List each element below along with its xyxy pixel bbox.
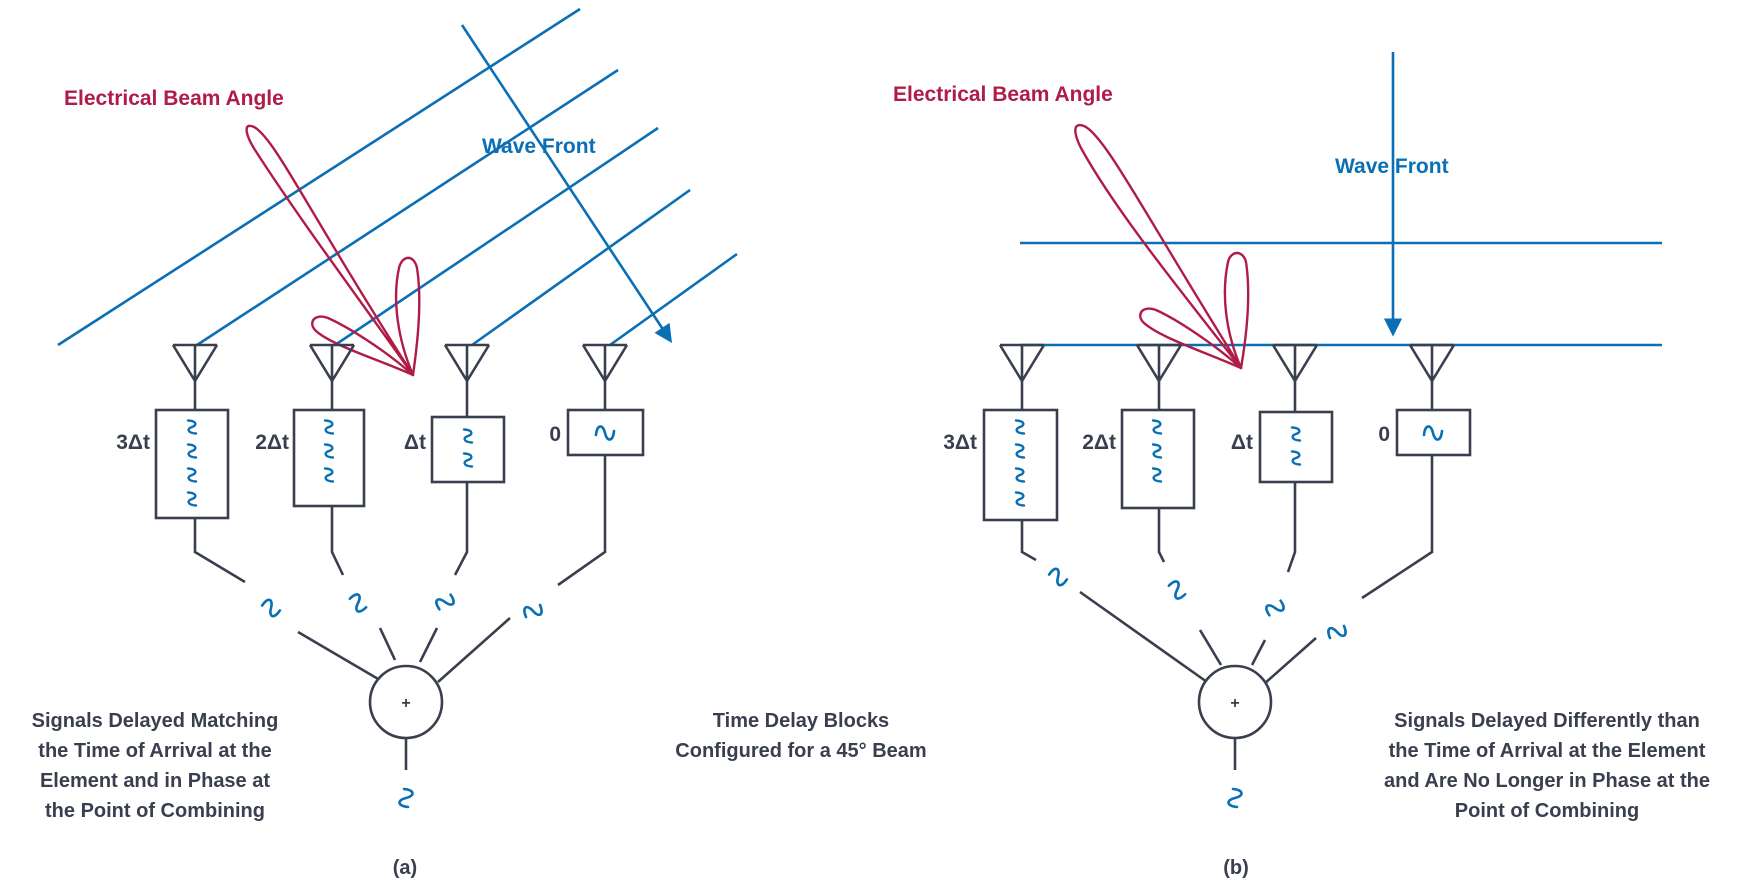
panel-a: 3Δt 2Δt Δt 0 + Electrical Beam Angle bbox=[32, 7, 738, 879]
wave-front-label-a: Wave Front bbox=[482, 135, 596, 158]
center-note: Time Delay Blocks Configured for a 45° B… bbox=[675, 710, 926, 762]
antenna-icon bbox=[1408, 343, 1456, 383]
center-note-line: Configured for a 45° Beam bbox=[675, 740, 926, 762]
note-a-line: the Time of Arrival at the bbox=[38, 740, 271, 762]
antenna-icon bbox=[1135, 343, 1183, 383]
delay-label-2dt: 2Δt bbox=[1082, 431, 1116, 454]
center-note-line: Time Delay Blocks bbox=[713, 710, 889, 732]
beam-angle-label-a: Electrical Beam Angle bbox=[64, 87, 284, 110]
note-a-line: Element and in Phase at bbox=[40, 770, 270, 792]
note-a-line: the Point of Combining bbox=[45, 800, 265, 822]
caption-b: (b) bbox=[1223, 857, 1249, 879]
feed-lines-b bbox=[1020, 381, 1434, 412]
delay-blocks-b bbox=[982, 408, 1472, 522]
wave-front-label-b: Wave Front bbox=[1335, 155, 1449, 178]
note-a-line: Signals Delayed Matching bbox=[32, 710, 279, 732]
delay-label-0: 0 bbox=[1378, 423, 1390, 446]
caption-a: (a) bbox=[393, 857, 417, 879]
delay-label-2dt: 2Δt bbox=[255, 431, 289, 454]
delay-label-3dt: 3Δt bbox=[943, 431, 977, 454]
path-sines-b bbox=[1045, 565, 1350, 809]
delay-label-dt: Δt bbox=[1231, 431, 1253, 454]
combiner-network-b bbox=[1020, 455, 1434, 770]
delay-label-0: 0 bbox=[549, 423, 561, 446]
delay-block-dt bbox=[430, 415, 506, 484]
combiner-plus-b: + bbox=[1230, 695, 1239, 712]
note-a: Signals Delayed Matching the Time of Arr… bbox=[32, 710, 279, 822]
delay-label-3dt: 3Δt bbox=[116, 431, 150, 454]
delay-block-3dt bbox=[982, 408, 1059, 522]
wave-front-lines-a bbox=[57, 7, 738, 347]
combiner-network-a bbox=[193, 455, 607, 770]
delay-label-dt: Δt bbox=[404, 431, 426, 454]
combiner-plus-a: + bbox=[401, 695, 410, 712]
antenna-icon bbox=[308, 343, 356, 383]
beam-angle-label-b: Electrical Beam Angle bbox=[893, 83, 1113, 106]
wave-front-lines-b bbox=[1020, 241, 1662, 347]
note-b-line: the Time of Arrival at the Element bbox=[1389, 740, 1706, 762]
propagation-arrow-a bbox=[460, 24, 673, 344]
combiner-node-b bbox=[1197, 664, 1273, 740]
beam-pattern-a bbox=[245, 124, 421, 377]
beam-pattern-b bbox=[1074, 123, 1250, 370]
antenna-icon bbox=[581, 343, 629, 383]
note-b-line: and Are No Longer in Phase at the bbox=[1384, 770, 1710, 792]
feed-lines-a bbox=[193, 381, 607, 417]
antenna-icon bbox=[998, 343, 1046, 383]
panel-b: 3Δt 2Δt Δt 0 + Electrical Beam Angle Wav bbox=[893, 52, 1710, 879]
delay-block-dt bbox=[1258, 410, 1334, 484]
antenna-icon bbox=[171, 343, 219, 383]
note-b-line: Point of Combining bbox=[1455, 800, 1639, 822]
note-b-line: Signals Delayed Differently than bbox=[1394, 710, 1700, 732]
delay-blocks-a bbox=[154, 408, 645, 520]
antenna-icon bbox=[443, 343, 491, 383]
combiner-node-a bbox=[368, 664, 444, 740]
delay-block-2dt bbox=[292, 408, 366, 508]
delay-block-2dt bbox=[1120, 408, 1196, 510]
antenna-icon bbox=[1271, 343, 1319, 383]
note-b: Signals Delayed Differently than the Tim… bbox=[1384, 710, 1710, 822]
